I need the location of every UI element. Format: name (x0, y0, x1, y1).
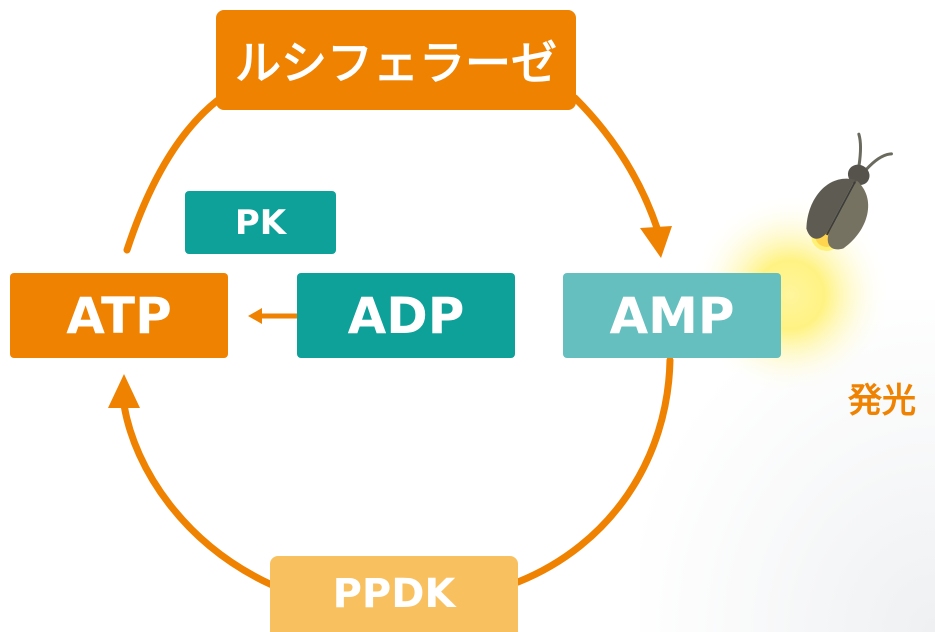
emission-label: 発光 (848, 381, 916, 421)
adp-box: ADP (297, 273, 515, 358)
amp-box: AMP (563, 273, 781, 358)
amp-label: AMP (609, 286, 735, 345)
firefly-icon (806, 132, 893, 251)
arrow-icon (640, 226, 672, 258)
ppdk-box: PPDK (270, 556, 518, 632)
pk-box: PK (185, 191, 336, 254)
luciferase-box: ルシフェラーゼ (216, 10, 576, 110)
luciferase-label: ルシフェラーゼ (235, 36, 557, 90)
arrow-ppdk-to-atp (120, 401, 276, 589)
adp-label: ADP (347, 286, 465, 345)
atp-box: ATP (10, 273, 228, 358)
arrow-atp-to-luciferase (123, 96, 222, 254)
pk-label: PK (234, 202, 287, 243)
ppdk-label: PPDK (332, 571, 456, 617)
arrow-amp-to-ppdk (514, 356, 674, 586)
arrow-icon (248, 308, 262, 324)
arrow-luciferase-to-amp (571, 94, 661, 232)
arrow-icon (108, 374, 140, 408)
atp-label: ATP (66, 286, 172, 345)
